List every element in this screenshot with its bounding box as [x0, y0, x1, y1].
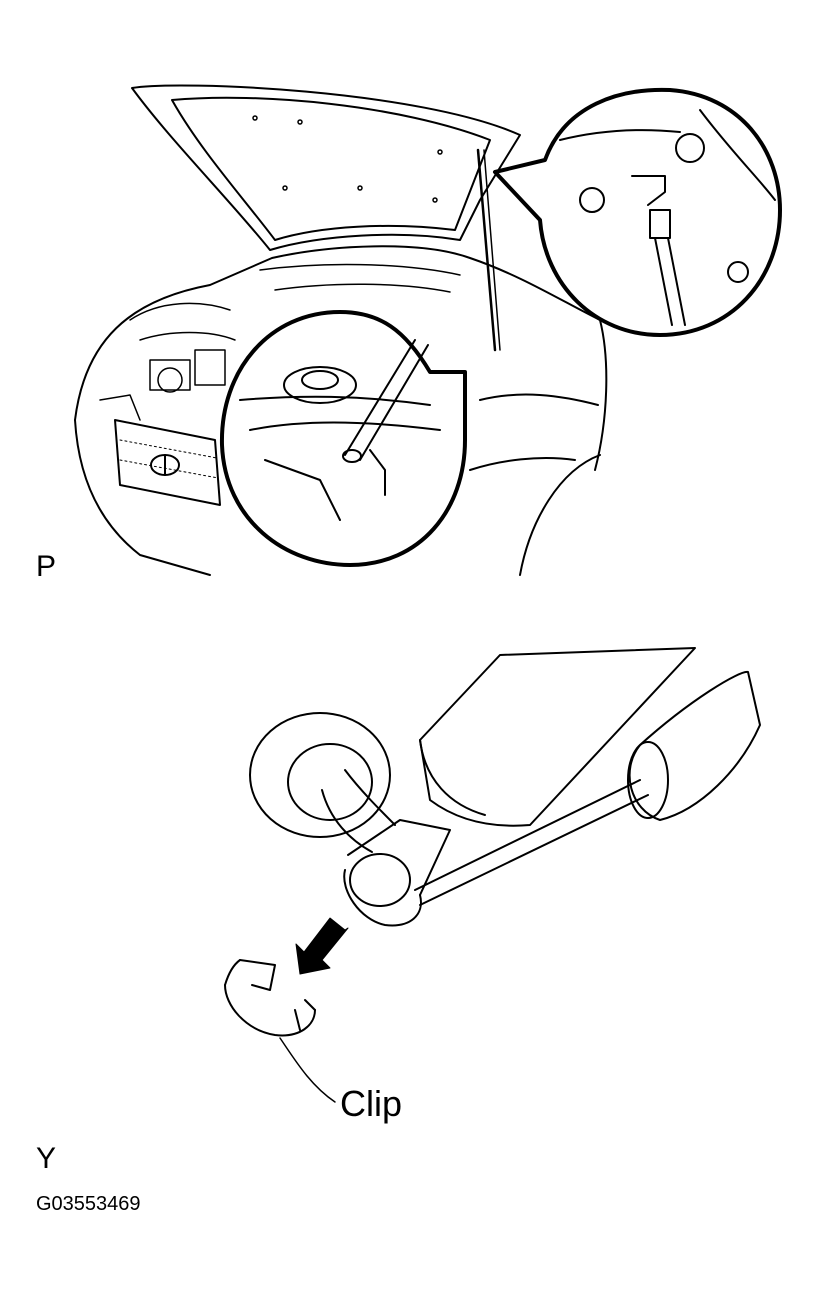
car-body-outline: [75, 246, 600, 420]
ball-stud: [322, 790, 372, 852]
car-open-hood-illustration: [75, 85, 780, 575]
detail-circle-upper-bracket: [495, 90, 780, 335]
hood-support-rod: [478, 150, 495, 350]
bracket-strut-rod: [655, 238, 672, 325]
clip-leader-line: [280, 1038, 335, 1102]
figure-code: G03553469: [36, 1193, 141, 1215]
gas-strut-rod: [345, 340, 415, 455]
panel-label-top: P: [36, 550, 57, 583]
hood-panel: [132, 85, 520, 250]
hood-inner-edge: [172, 98, 490, 240]
strut-socket: [344, 820, 450, 925]
clip-callout-label: Clip: [340, 1083, 403, 1124]
clip-part: [225, 960, 315, 1035]
detail-circle-strut-mount: [222, 312, 465, 565]
clip-removal-illustration: [225, 648, 760, 1102]
strut-cylinder: [420, 648, 695, 826]
engine-bay: [100, 265, 460, 420]
screwdriver: [415, 672, 760, 905]
panel-label-bottom: Y: [36, 1142, 57, 1175]
mounting-disk: [250, 713, 390, 837]
fender-arch: [520, 455, 600, 575]
screwdriver-handle: [630, 672, 760, 820]
removal-arrow-icon: [296, 918, 348, 974]
hood-holes: [253, 116, 442, 202]
front-grille: [115, 420, 220, 505]
